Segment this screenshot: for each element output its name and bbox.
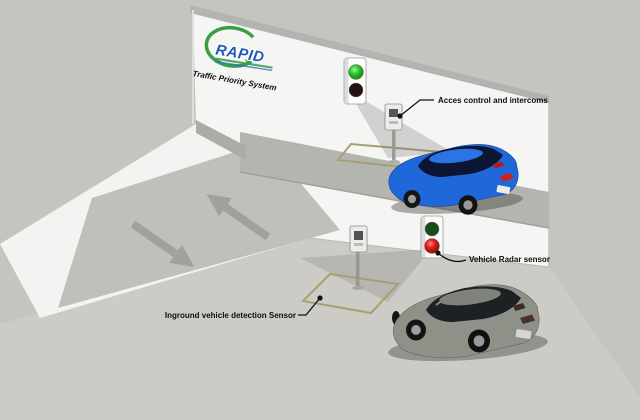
logo-swoosh (204, 26, 255, 68)
green-light-off (424, 221, 440, 237)
lower-ground-floor (0, 238, 640, 420)
lower-traffic-light (420, 215, 444, 259)
lower-light-beam (300, 249, 431, 302)
blue-car (388, 144, 523, 215)
gray-car (388, 284, 548, 362)
gray-car-taillight (520, 314, 535, 324)
lower-induction-loop (300, 272, 401, 315)
down-arrow (130, 220, 195, 268)
up-arrow (206, 193, 271, 241)
intercom-panel (354, 231, 363, 240)
gray-car-roof (439, 288, 501, 306)
ramp-top-curb (196, 120, 246, 160)
upper-traffic-light (343, 57, 367, 105)
logo-tagline-bar (215, 57, 273, 69)
wall-top-edge (190, 5, 549, 103)
callout-inground-sensor: Inground vehicle detection Sensor (165, 295, 323, 320)
label-inground-sensor: Inground vehicle detection Sensor (165, 311, 296, 320)
blue-car-roof (429, 148, 483, 164)
label-vehicle-radar: Vehicle Radar sensor (469, 255, 550, 264)
intercom-panel (389, 109, 398, 117)
red-light-on (424, 238, 440, 254)
access-control-unit-lower (349, 225, 368, 290)
blue-car-license-plate (496, 185, 511, 194)
callout-access-control: Acces control and intercoms (397, 96, 548, 119)
ramp-surface (58, 142, 340, 308)
green-light-on (348, 64, 364, 80)
label-access-control: Acces control and intercoms (438, 96, 548, 105)
upper-road-edge (239, 171, 550, 229)
blue-car-taillight (500, 173, 514, 182)
callout-vehicle-radar: Vehicle Radar sensor (435, 250, 550, 264)
access-control-unit-upper (384, 103, 403, 164)
red-light-off (348, 82, 364, 98)
logo-underline (214, 60, 273, 72)
gray-car-license-plate (515, 329, 532, 340)
